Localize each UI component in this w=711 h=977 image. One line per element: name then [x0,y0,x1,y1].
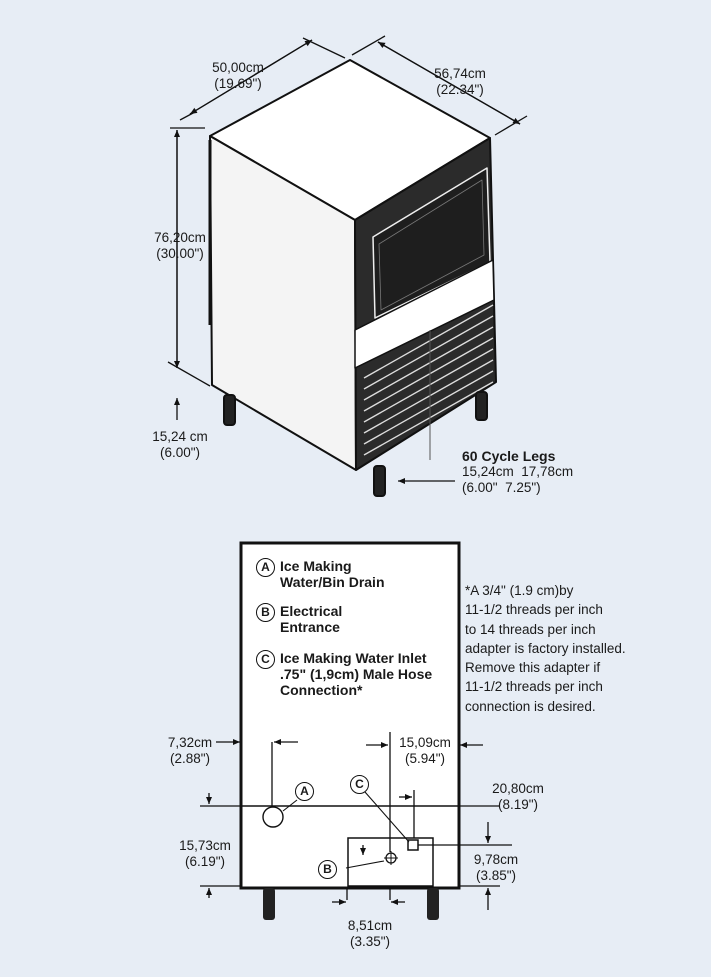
marker-c: C [350,775,369,794]
drain-port [262,806,284,828]
drain-from-bottom-dimension: 15,73cm (6.19") [179,838,231,869]
legend-key-c: C [256,650,275,669]
height-dimension: 76,20cm (30.00") [154,230,206,261]
leg-front-right [475,391,488,421]
legend-key-a: A [256,558,275,577]
front-leg-right [427,888,439,920]
drain-height-dimension: 20,80cm (8.19") [492,781,544,812]
legend-key-b: B [256,603,275,622]
adapter-note: *A 3/4" (1.9 cm)by 11-1/2 threads per in… [465,583,626,714]
ice-machine-front-view [200,541,512,920]
front-leg-left [263,888,275,920]
door-band [354,259,495,369]
leg-height-dimension: 15,24 cm (6.00") [152,429,208,460]
marker-a: A [295,782,314,801]
drain-from-left-dimension: 7,32cm (2.88") [167,735,213,766]
inlet-from-right-dimension: 15,09cm (5.94") [399,735,451,766]
iso-dimension-lines [167,35,528,484]
electrical-from-left-dimension: 8,51cm (3.35") [347,918,393,949]
inlet-height-dimension: 9,78cm (3.85") [473,852,519,883]
water-inlet [407,839,419,851]
width-dimension: 50,00cm (19.69") [212,60,264,91]
depth-dimension: 56,74cm (22.34") [434,66,486,97]
front-outline [239,541,461,890]
leg-front-left [373,465,386,497]
ice-machine-isometric [208,59,497,497]
leg-back-left [223,394,236,426]
front-dimension-arrows [206,739,491,910]
marker-b: B [318,860,337,879]
louver-grille [363,304,494,460]
legs-60-cycle: 60 Cycle Legs 15,24cm 17,78cm (6.00" 7.2… [462,448,574,495]
